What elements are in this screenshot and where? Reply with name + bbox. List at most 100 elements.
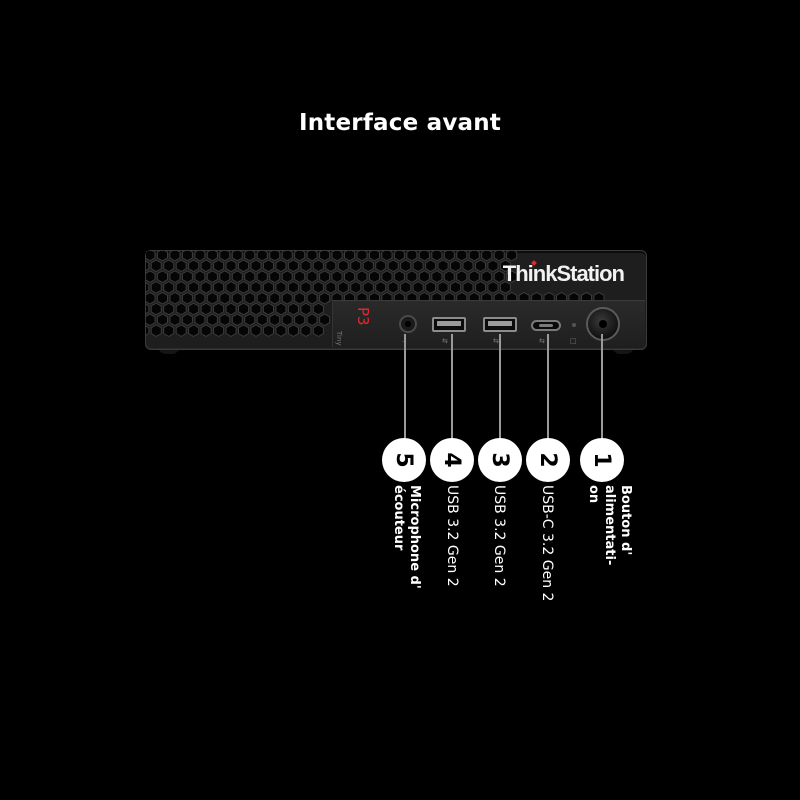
grille-hole [146, 303, 150, 315]
grille-hole [200, 281, 212, 294]
grille-hole [425, 281, 437, 294]
grille-hole [262, 259, 274, 273]
grille-hole [499, 259, 511, 273]
grille-hole [462, 259, 474, 273]
usb-c-icon: ⇆ [539, 337, 545, 345]
grille-hole [250, 259, 262, 273]
grille-hole [312, 324, 324, 337]
grille-hole [475, 259, 486, 273]
grille-hole [181, 313, 193, 327]
grille-hole [300, 324, 312, 337]
grille-hole [244, 251, 256, 262]
grille-hole [406, 251, 418, 262]
grille-hole [206, 251, 218, 262]
status-led [572, 323, 576, 327]
grille-hole [337, 281, 349, 294]
grille-hole [181, 270, 193, 283]
grille-hole [387, 281, 399, 294]
grille-hole [275, 281, 287, 294]
grille-hole [169, 251, 181, 262]
grille-hole [200, 324, 212, 337]
grille-hole [468, 251, 480, 262]
grille-hole [306, 291, 318, 305]
model-label: P3 [354, 307, 372, 326]
grille-hole [319, 270, 331, 283]
grille-hole [175, 259, 187, 273]
grille-hole [381, 251, 393, 262]
grille-hole [319, 251, 331, 262]
grille-hole [194, 251, 206, 262]
brand-logo: ThinkStation [502, 261, 625, 286]
grille-hole [437, 259, 449, 273]
grille-hole [219, 291, 231, 305]
grille-hole [238, 281, 250, 294]
superspeed-usb-icon: ⇆ [493, 337, 499, 345]
grille-hole [337, 259, 349, 273]
device-foot-right [612, 346, 634, 354]
grille-hole [325, 281, 337, 294]
grille-hole [300, 302, 312, 316]
grille-hole [493, 270, 505, 283]
grille-hole [499, 281, 511, 294]
callout-3: 3 [478, 438, 522, 482]
grille-hole [244, 291, 256, 305]
grille-hole [219, 313, 231, 327]
grille-hole [406, 270, 418, 283]
grille-hole [344, 270, 356, 283]
grille-hole [350, 281, 362, 294]
grille-hole [375, 281, 387, 294]
grille-hole [156, 270, 168, 283]
leader-line-3 [499, 334, 501, 440]
grille-hole [219, 251, 231, 262]
grille-hole [325, 259, 337, 273]
grille-hole [356, 270, 368, 283]
grille-hole [506, 270, 518, 283]
grille-hole [294, 270, 306, 283]
grille-hole [156, 313, 168, 327]
grille-hole [256, 291, 268, 305]
grille-hole [150, 259, 162, 273]
grille-hole [269, 313, 281, 327]
callout-label-3: USB 3.2 Gen 2 [491, 485, 507, 587]
grille-hole [181, 251, 193, 262]
grille-hole [256, 251, 268, 262]
grille-hole [169, 313, 181, 327]
grille-hole [281, 251, 293, 262]
grille-hole [281, 270, 293, 283]
grille-hole [219, 270, 231, 283]
grille-hole [281, 291, 293, 305]
grille-hole [487, 281, 499, 294]
grille-hole [163, 281, 175, 294]
grille-hole [250, 302, 262, 316]
callout-number: 4 [439, 452, 465, 468]
grille-hole [188, 302, 200, 316]
grille-hole [231, 313, 243, 327]
grille-hole [146, 260, 150, 271]
grille-hole [200, 302, 212, 316]
grille-hole [362, 259, 374, 273]
grille-hole [225, 324, 237, 337]
grille-hole [456, 251, 468, 262]
grille-hole [194, 291, 206, 305]
grille-hole [400, 259, 412, 273]
grille-hole [450, 259, 462, 273]
grille-hole [481, 251, 493, 262]
grille-hole [418, 251, 430, 262]
grille-hole [300, 259, 312, 273]
grille-hole [350, 259, 362, 273]
grille-hole [269, 251, 281, 262]
grille-hole [194, 313, 206, 327]
grille-hole [300, 281, 312, 294]
grille-hole [356, 251, 368, 262]
grille-hole [294, 251, 306, 262]
leader-line-5 [404, 334, 406, 440]
grille-hole [319, 313, 331, 327]
grille-hole [163, 259, 175, 273]
grille-hole [188, 324, 200, 337]
grille-hole [169, 270, 181, 283]
grille-hole [150, 324, 162, 337]
grille-hole [456, 270, 468, 283]
grille-hole [156, 291, 168, 305]
callout-4: 4 [430, 438, 474, 482]
grille-hole [256, 313, 268, 327]
